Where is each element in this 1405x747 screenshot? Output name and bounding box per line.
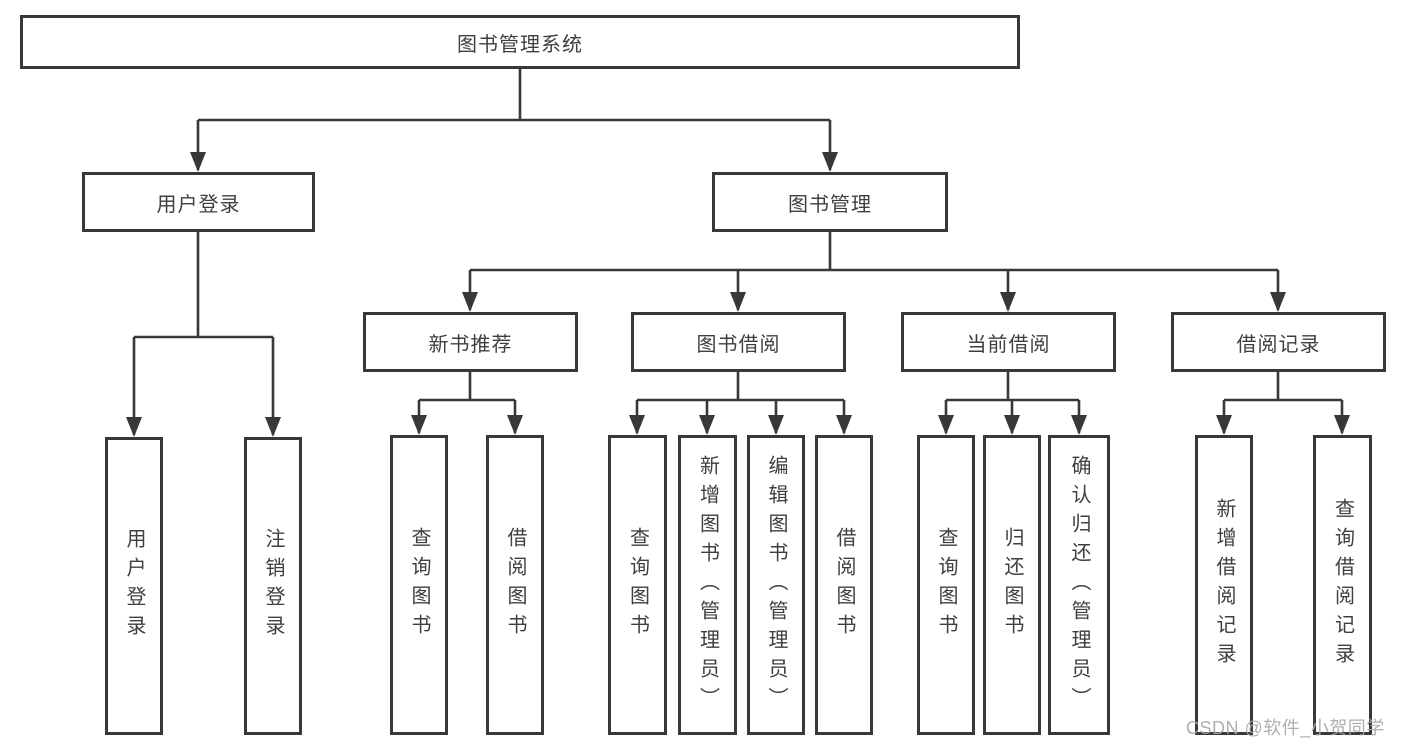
node-leaf-confirm-return-admin: 确认归还（管理员）: [1048, 435, 1110, 735]
node-book-borrowing: 图书借阅: [631, 312, 846, 372]
node-label: 新书推荐: [428, 333, 513, 356]
node-label: 借阅图书: [504, 527, 526, 643]
node-leaf-logout: 注销登录: [244, 437, 302, 735]
node-label: 当前借阅: [966, 333, 1051, 356]
node-label: 确认归还（管理员）: [1068, 454, 1090, 716]
node-current-borrowing: 当前借阅: [901, 312, 1116, 372]
csdn-watermark: CSDN @软件_小贺同学: [1186, 718, 1385, 738]
node-leaf-borrow-books-1: 借阅图书: [486, 435, 544, 735]
node-leaf-edit-books-admin: 编辑图书（管理员）: [747, 435, 805, 735]
node-label: 注销登录: [262, 528, 284, 644]
node-label: 借阅图书: [833, 527, 855, 643]
node-leaf-borrow-books-2: 借阅图书: [815, 435, 873, 735]
node-label: 图书管理系统: [457, 33, 583, 56]
node-book-management: 图书管理: [712, 172, 948, 232]
node-label: 图书借阅: [696, 333, 781, 356]
node-leaf-return-books: 归还图书: [983, 435, 1041, 735]
node-user-login: 用户登录: [82, 172, 315, 232]
node-leaf-add-books-admin: 新增图书（管理员）: [678, 435, 737, 735]
node-label: 图书管理: [788, 193, 872, 216]
node-leaf-add-borrow-record: 新增借阅记录: [1195, 435, 1253, 735]
node-label: 新增借阅记录: [1213, 498, 1235, 672]
node-borrowing-records: 借阅记录: [1171, 312, 1386, 372]
node-leaf-query-borrow-record: 查询借阅记录: [1313, 435, 1372, 735]
node-label: 新增图书（管理员）: [696, 454, 719, 716]
node-label: 查询图书: [935, 527, 957, 643]
node-label: 用户登录: [123, 528, 145, 644]
node-label: 编辑图书（管理员）: [765, 454, 787, 716]
node-label: 借阅记录: [1236, 333, 1321, 356]
node-label: 查询借阅记录: [1331, 498, 1354, 672]
node-new-book-recommendation: 新书推荐: [363, 312, 578, 372]
node-leaf-query-books-1: 查询图书: [390, 435, 448, 735]
node-leaf-query-books-3: 查询图书: [917, 435, 975, 735]
node-leaf-user-login: 用户登录: [105, 437, 163, 735]
node-label: 查询图书: [408, 527, 430, 643]
node-label: 归还图书: [1001, 527, 1023, 643]
node-library-management-system: 图书管理系统: [20, 15, 1020, 69]
node-label: 用户登录: [156, 193, 241, 216]
node-label: 查询图书: [626, 527, 649, 643]
node-leaf-query-books-2: 查询图书: [608, 435, 667, 735]
